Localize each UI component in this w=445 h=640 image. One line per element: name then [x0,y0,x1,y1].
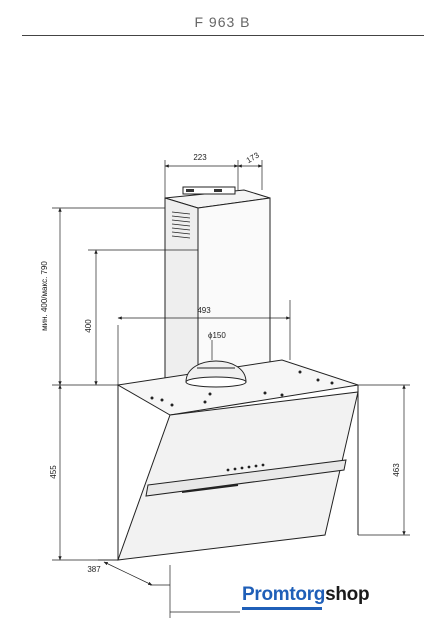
dim-mount-width: 493 [197,306,211,315]
dim-chimney-depth: 173 [245,150,262,165]
chimney-side [164,197,199,391]
hood-body [116,359,359,561]
vent-grille [171,211,191,239]
model-title: F 963 B [194,14,251,30]
control-strip [145,459,347,497]
dim-hood-height-left: 455 [49,465,58,479]
dim-hood-height-right: 463 [392,463,401,477]
dim-outlet-diameter: ϕ150 [208,331,226,340]
dim-chimney-range: мин. 400/макс. 790 [40,261,49,331]
brand-part1: Promtorg [242,584,326,605]
dim-chimney-width: 223 [193,153,207,162]
dim-hood-depth: 387 [87,565,101,574]
header-rule [22,35,424,36]
dim-outlet-value: 150 [212,331,226,340]
mount-holes [150,370,334,407]
outlet-dome [185,360,247,388]
chimney-bracket [182,186,236,195]
control-buttons [226,463,265,472]
dim-opening-height: 400 [84,319,93,333]
brand-underline [242,607,322,610]
chimney [164,186,271,391]
brand-logo[interactable]: Promtorgshop [242,584,370,606]
brand-part2: shop [325,584,370,605]
